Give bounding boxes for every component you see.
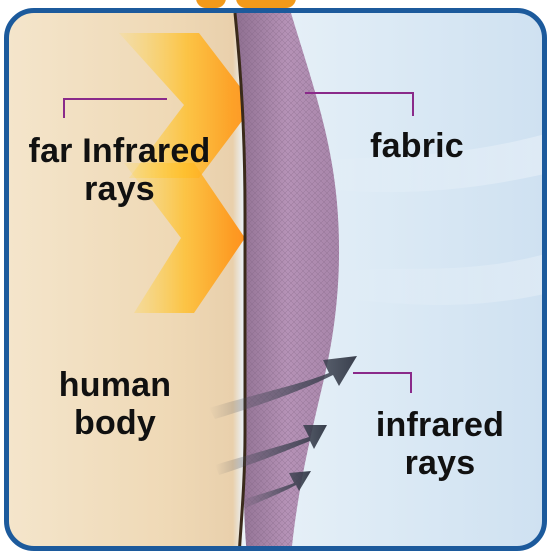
- human-body-label: human body: [45, 366, 185, 442]
- diagram-frame: far Infrared rays fabric human body infr…: [4, 8, 547, 551]
- air-wisp: [329, 253, 547, 305]
- title-fragment-left: [196, 0, 226, 8]
- infrared-rays-label: infrared rays: [365, 406, 515, 482]
- far-infrared-leader: [64, 99, 167, 118]
- title-fragment-right: [236, 0, 296, 8]
- far-infrared-rays-label: far Infrared rays: [17, 132, 222, 208]
- fabric-leader: [305, 93, 413, 116]
- fabric-label: fabric: [357, 127, 477, 165]
- infrared-leader: [353, 373, 411, 393]
